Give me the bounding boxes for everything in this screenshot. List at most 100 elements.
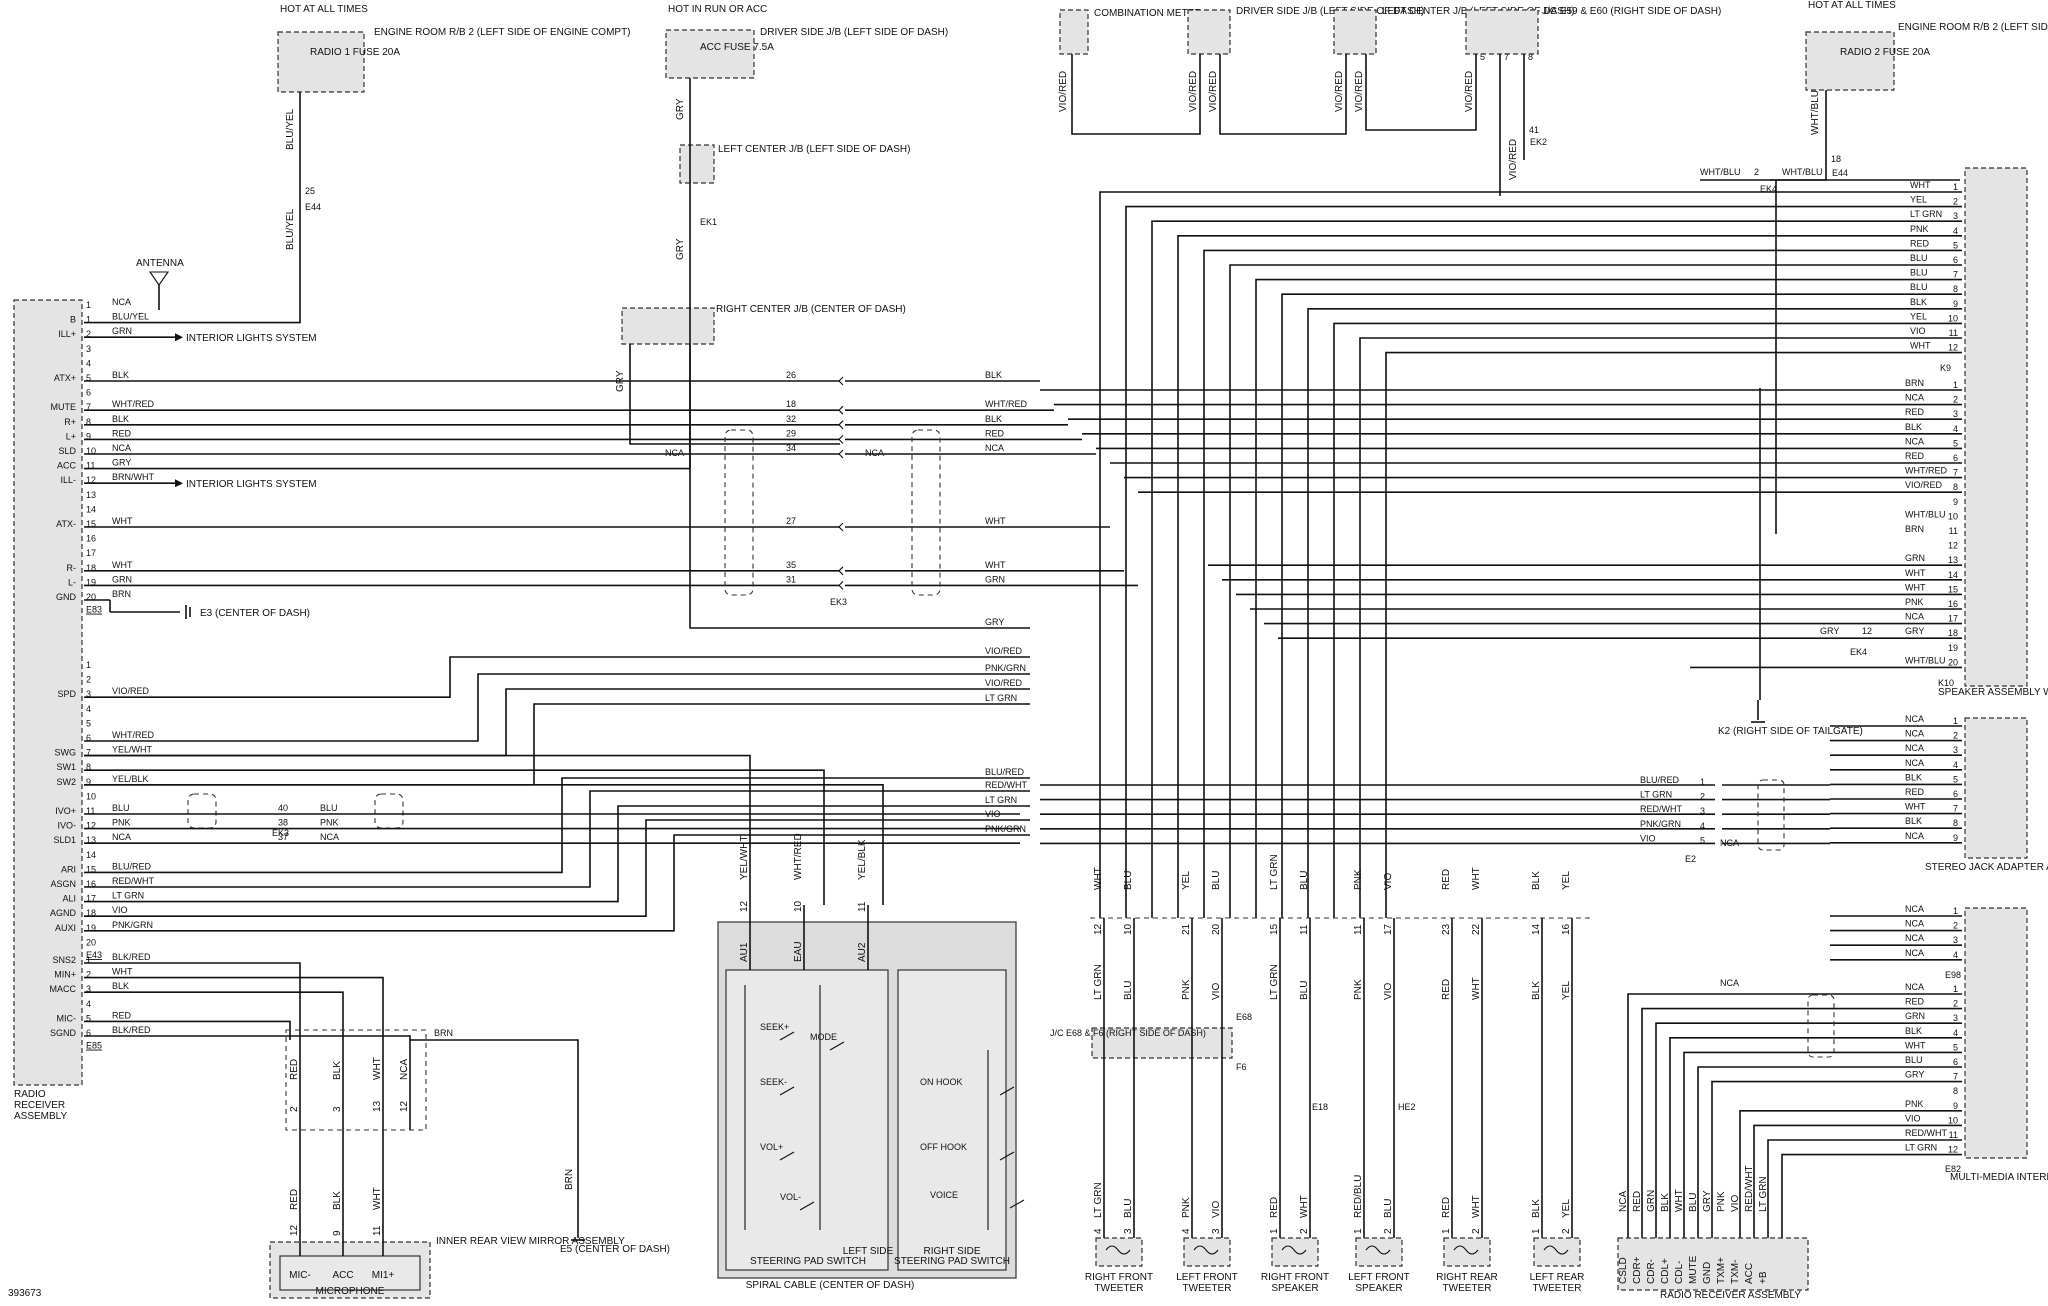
spk-bot-pin: 2 [1383,1228,1394,1234]
rr-pin-wire: NCA [112,443,131,453]
rr-pin-num: 5 [86,1013,91,1023]
mic-pin: 11 [372,1225,383,1236]
rrb-wire: GRY [1702,1190,1713,1212]
rr-pin-num: 17 [86,548,96,558]
wire-label: NCA [320,832,339,842]
switch-label: VOL- [780,1192,801,1202]
rr-pin-name: L- [68,577,76,587]
spk-mid-wire: BLK [1531,981,1542,1000]
fuse-radio1-hot: HOT AT ALL TIMES [280,4,368,15]
wire-steer [84,783,884,905]
rr-pin-num: 14 [86,850,96,860]
rr-pin-name: ATX+ [54,373,76,383]
mmi-pin-wire: GRY [1905,1070,1924,1080]
wire-label: VIO/RED [1354,71,1365,112]
wire-label: BLU/YEL [285,108,296,150]
mic-top-num: 13 [372,1100,383,1112]
speaker-label: LEFT FRONT [1176,1272,1237,1283]
spk-pin-wire: WHT [1910,341,1931,351]
shield-icon [724,429,754,596]
switch-label: ON HOOK [920,1077,963,1087]
rr-pin-num: 11 [86,806,95,816]
rr-pin-name: MIC- [57,1013,77,1023]
rr-pin-name: IVO+ [55,806,76,816]
mmi-top-num: 2 [1953,921,1958,931]
sj-pin-wire: NCA [1905,758,1924,768]
wire-group1 [84,673,1030,742]
mmi-top-wire: NCA [1905,933,1924,943]
fuse-radio1-fuse: RADIO 1 FUSE 20A [310,47,400,58]
inline-pin: 35 [786,560,796,570]
mmi-pin-wire: BLK [1905,1026,1922,1036]
switch-label: MODE [810,1032,837,1042]
diagram-id: 393673 [8,1288,42,1299]
wire-group1 [84,656,1030,699]
steering-pad-content: YEL/WHT12AU1WHT/RED10EAUYEL/BLK11AU2SEEK… [739,833,1025,1291]
wire-mic [84,1020,291,1040]
fuse-acc-fuse: ACC FUSE 7.5A [700,42,774,53]
arrow-icon [175,333,183,342]
fuse-radio2: HOT AT ALL TIMES RADIO 2 FUSE 20A ENGINE… [1805,0,2048,91]
wire-label: VIO/RED [1058,71,1069,112]
fuse-radio1-location: ENGINE ROOM R/B 2 (LEFT SIDE OF ENGINE C… [374,27,631,38]
wire-spk-k9 [1203,249,1962,918]
rrb-wire: WHT [1674,1189,1685,1212]
wire-label: BRN [434,1028,453,1038]
conn-id: E98 [1945,970,1961,980]
rr-pin-num: 4 [86,999,91,1009]
conn-id: EK4 [1850,647,1867,657]
rrb-pin: +B [1758,1271,1769,1284]
spk-top-wire: YEL [1561,871,1572,890]
speaker-label: RIGHT FRONT [1085,1272,1153,1283]
fuse-radio2-location: ENGINE ROOM R/B 2 (LEFT SIDE OF ENGINE C… [1898,22,2048,33]
conn-id: EK3 [830,597,847,607]
spk-top-wire: WHT [1471,867,1482,890]
wire-spk-k9 [1281,293,1962,918]
conn-id: K10 [1938,678,1954,688]
rr-pin-num: 1 [86,315,91,325]
spk-pin-num: 3 [1953,409,1958,419]
rr-pin-num: 4 [86,704,91,714]
spk-pin-num: 11 [1949,526,1958,536]
spk-pin-num: 10 [1948,313,1958,323]
rrb-wire: LT GRN [1758,1176,1769,1212]
rr-pin-num: 18 [86,563,96,573]
rrb-wire: PNK [1716,1191,1727,1212]
wire-label: GRY [985,617,1004,627]
wire-mmi [1641,1007,1962,1238]
fuse-radio2-fuse: RADIO 2 FUSE 20A [1840,47,1930,58]
mic-wire: BLK [332,1191,343,1210]
wire-label: NCA [865,448,884,458]
spk-bot-wire: BLU [1123,1199,1134,1218]
switch-contact [779,1031,795,1041]
rr-pin-wire: YEL/BLK [112,774,149,784]
connector-icon [838,566,844,576]
rr-pin-wire: WHT [112,560,133,570]
arrow-icon [175,479,183,488]
spk-pin-num: 2 [1953,197,1958,207]
rrb-pin: CDL- [1674,1261,1685,1284]
rr-pin-wire: RED [112,428,132,438]
spk-top-pin: 22 [1471,923,1482,935]
spk-pin-num: 9 [1953,299,1958,309]
rr-pin-num: 15 [86,864,96,874]
spk-mid-wire: VIO [1383,983,1394,1000]
sj-pin-num: 9 [1953,833,1958,843]
rr-pin-wire: RED [112,1010,132,1020]
steer-wire: WHT/RED [793,833,804,880]
pin-num: 2 [1754,167,1759,177]
sj-pin-num: 3 [1953,745,1958,755]
spk-pin-wire: PNK [1905,597,1924,607]
rr-pin-num: 13 [86,835,96,845]
rr-pin-name: ACC [57,461,77,471]
wire-label: WHT/BLU [1810,90,1821,135]
conn-id: EK1 [700,217,717,227]
rr-pin-num: 10 [86,446,96,456]
spk-pin-wire: VIO [1910,326,1926,336]
wire-mmi [1753,1124,1962,1238]
shield-icon [911,429,941,596]
rr-pin-name: GND [56,592,77,602]
